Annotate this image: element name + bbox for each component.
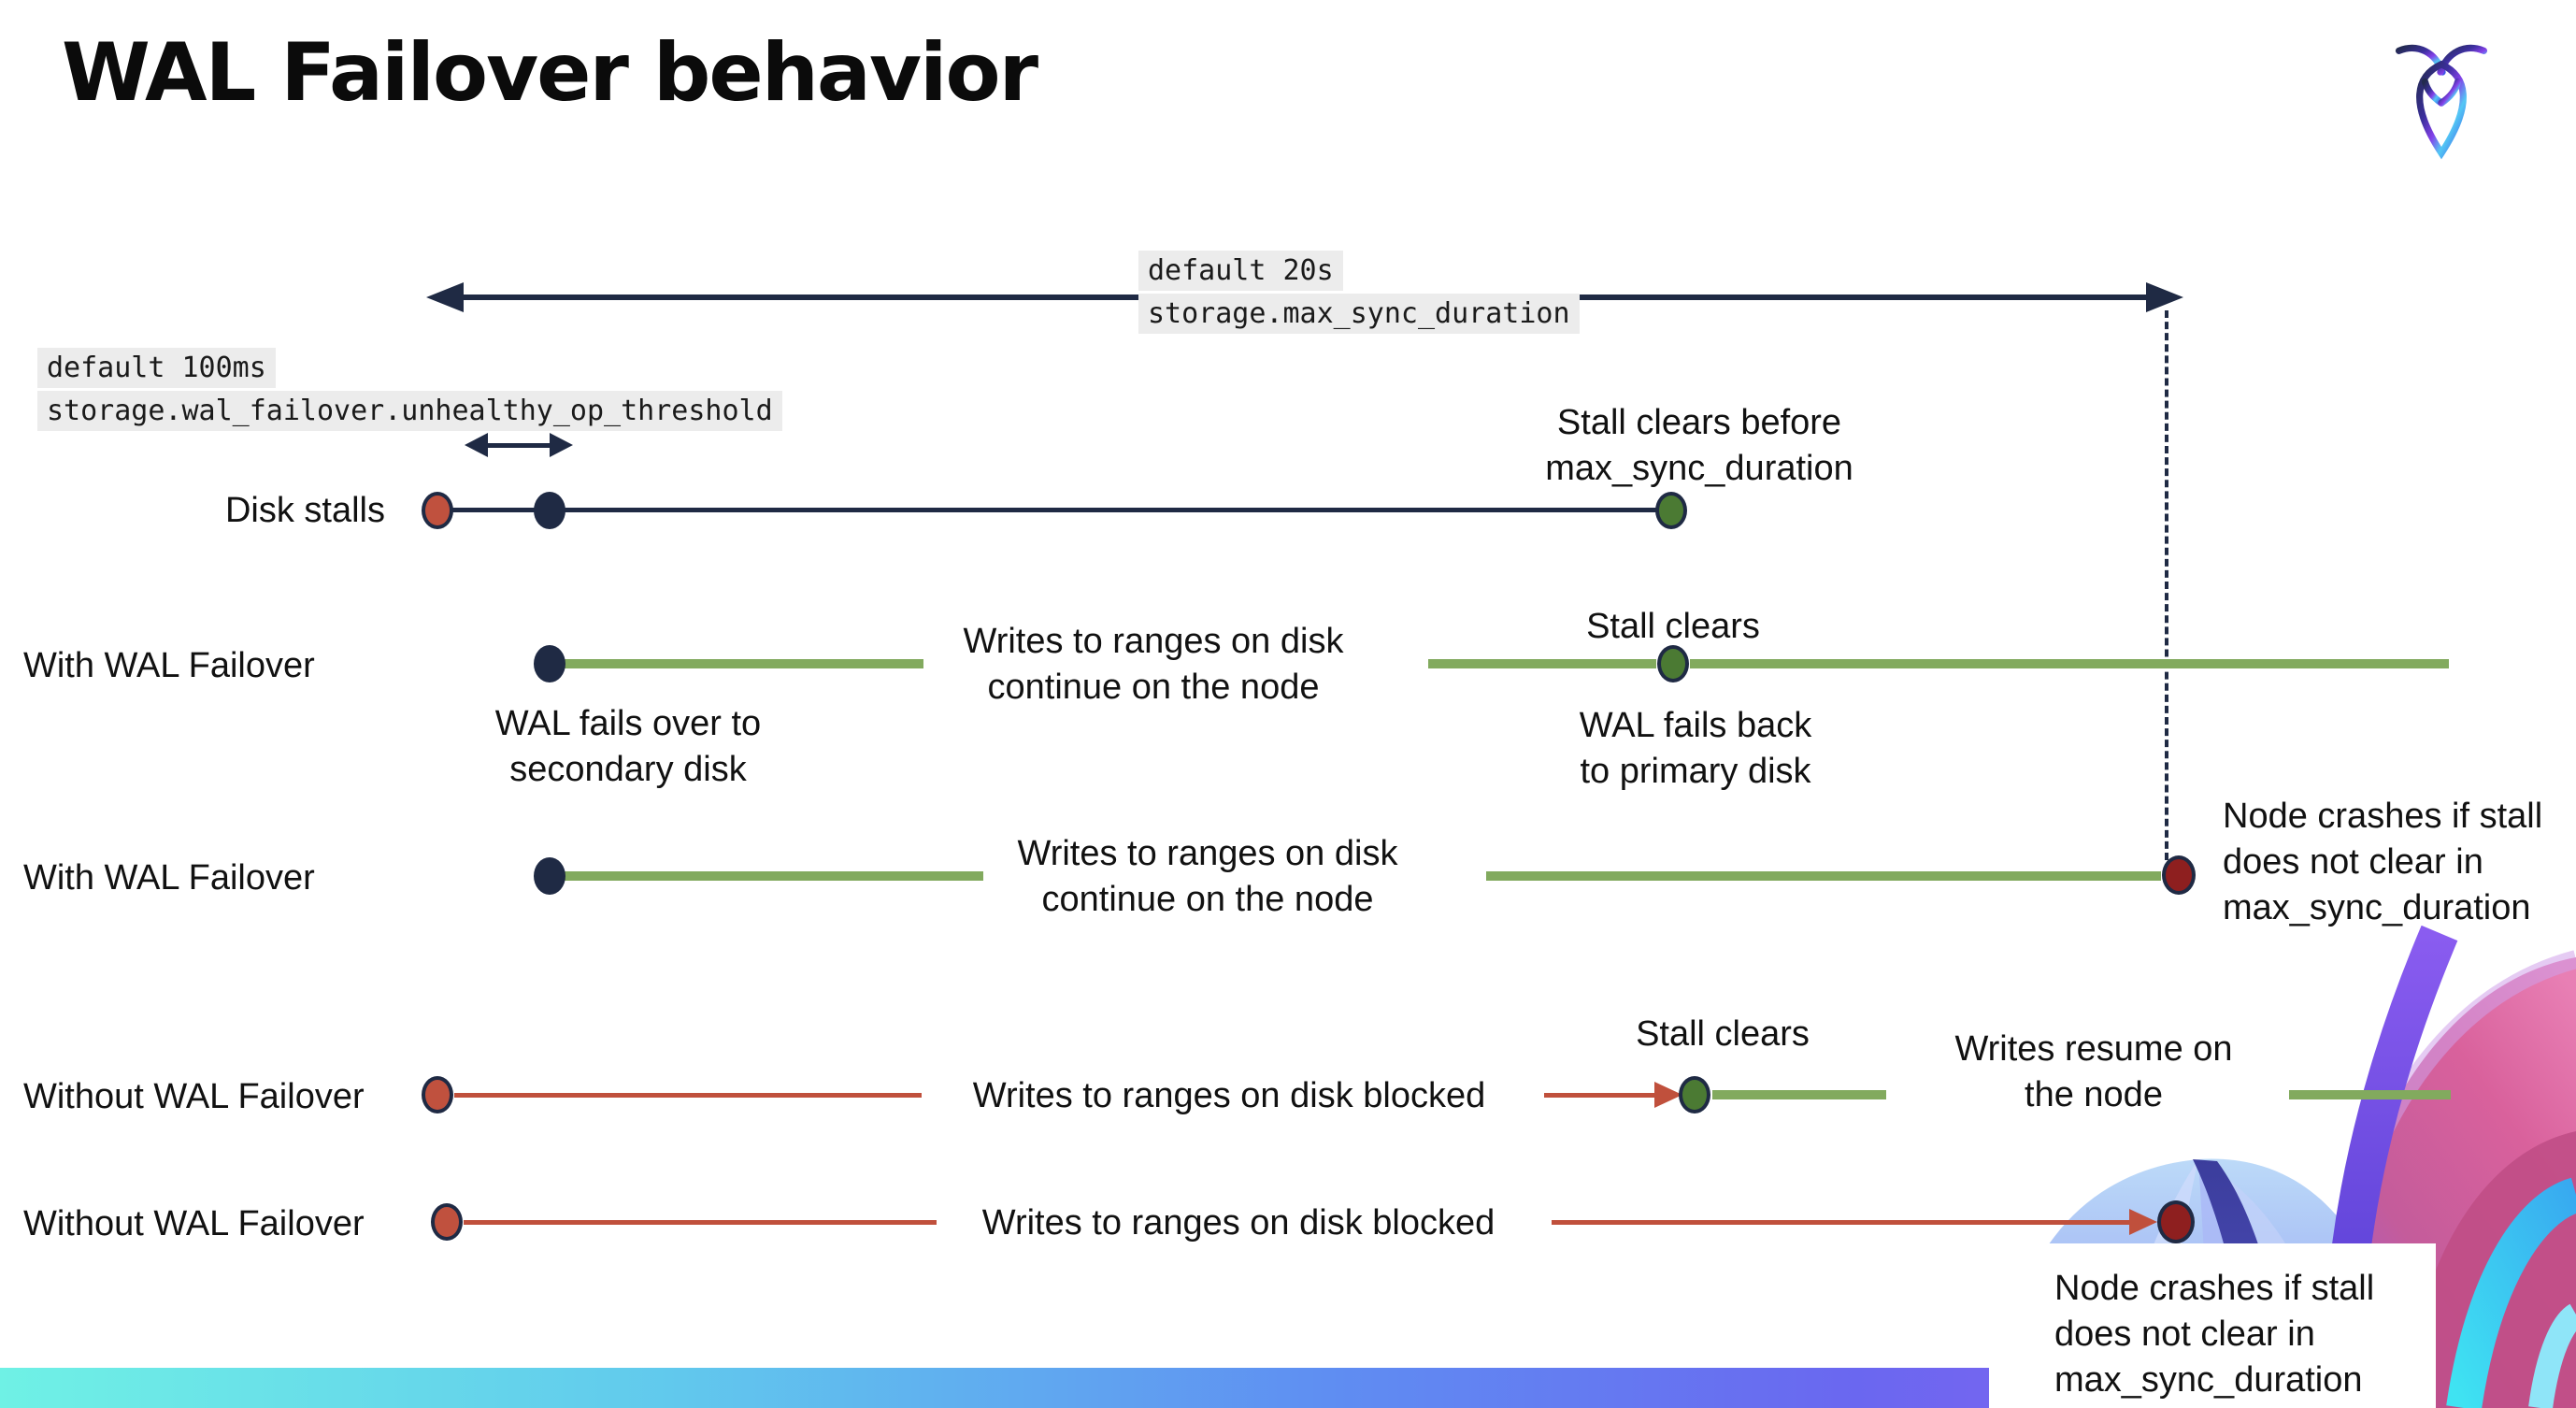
annotation-writes-continue-2: Writes to ranges on disk continue on the… <box>1017 834 1398 919</box>
max-sync-deadline-dashed-line <box>2165 310 2168 860</box>
row3-green-segment-2 <box>1486 871 2161 881</box>
row5-red-arrowhead-icon <box>2129 1209 2157 1235</box>
unhealthy-op-span-line <box>484 443 553 448</box>
row-label-without-wal-failover-1: Without WAL Failover <box>23 1077 365 1116</box>
max-sync-default-label: default 20s <box>1138 251 1343 291</box>
annotation-wal-fails-over: WAL fails over to secondary disk <box>494 704 762 789</box>
node-crashes-label-box: Node crashes if stall does not clear in … <box>1989 1243 2436 1408</box>
unhealthy-op-setting-label: storage.wal_failover.unhealthy_op_thresh… <box>37 391 782 431</box>
row2-green-segment-1 <box>561 659 923 668</box>
annotation-writes-continue-1: Writes to ranges on disk continue on the… <box>963 622 1344 707</box>
row4-green-segment-1 <box>1712 1090 1886 1099</box>
annotation-wal-fails-back: WAL fails back to primary disk <box>1579 706 1812 791</box>
annotation-writes-blocked-2: Writes to ranges on disk blocked <box>981 1203 1496 1243</box>
decorative-wing-graphic <box>1998 926 2576 1408</box>
row-label-without-wal-failover-2: Without WAL Failover <box>23 1204 365 1243</box>
row2-green-segment-2 <box>1428 659 1656 668</box>
cockroachdb-logo-icon <box>2395 44 2488 160</box>
page-title: WAL Failover behavior <box>62 26 1038 120</box>
annotation-stall-clears-2: Stall clears <box>1636 1014 1810 1054</box>
row4-green-segment-2 <box>2289 1090 2451 1099</box>
annotation-stall-clears-1: Stall clears <box>1586 607 1760 646</box>
row5-red-segment-2 <box>1552 1220 2135 1225</box>
small-arrowhead-right-icon <box>550 433 573 457</box>
row2-stall-clear-dot <box>1657 645 1689 682</box>
row4-stall-start-dot <box>422 1076 453 1113</box>
row5-stall-start-dot <box>431 1203 463 1241</box>
row4-red-segment-2 <box>1544 1093 1660 1098</box>
annotation-node-crashes-2: Node crashes if stall does not clear in … <box>2054 1269 2375 1400</box>
row-label-with-wal-failover-2: With WAL Failover <box>23 858 315 898</box>
row-label-disk-stalls: Disk stalls <box>224 491 385 530</box>
row4-stall-clear-dot <box>1679 1076 1710 1113</box>
row1-stall-start-dot <box>422 492 453 529</box>
span-arrowhead-right-icon <box>2146 282 2183 312</box>
annotation-writes-blocked-1: Writes to ranges on disk blocked <box>972 1076 1486 1115</box>
row4-red-arrowhead-icon <box>1654 1082 1682 1108</box>
small-arrowhead-left-icon <box>465 433 488 457</box>
row3-node-crash-dot <box>2162 855 2196 895</box>
max-sync-setting-label: storage.max_sync_duration <box>1138 294 1580 334</box>
unhealthy-op-default-label: default 100ms <box>37 348 276 388</box>
span-arrowhead-left-icon <box>426 282 464 312</box>
row-label-with-wal-failover-1: With WAL Failover <box>23 646 315 685</box>
row4-red-segment-1 <box>454 1093 922 1098</box>
row1-timeline <box>437 508 1671 512</box>
cyan-arch <box>2446 1177 2576 1408</box>
row1-threshold-dot <box>534 492 565 529</box>
row1-stall-clear-dot <box>1655 492 1687 529</box>
annotation-stall-clears-before: Stall clears before max_sync_duration <box>1545 403 1853 488</box>
row5-red-segment-1 <box>464 1220 937 1225</box>
row2-green-segment-3 <box>1690 659 2449 668</box>
cyan-arch-small <box>2528 1303 2576 1408</box>
row3-failover-dot <box>534 857 565 895</box>
annotation-node-crashes-1: Node crashes if stall does not clear in … <box>2223 797 2543 927</box>
annotation-writes-resume: Writes resume on the node <box>1954 1029 2233 1114</box>
row3-green-segment-1 <box>563 871 983 881</box>
row5-node-crash-dot <box>2157 1200 2195 1243</box>
row2-failover-dot <box>534 645 565 682</box>
